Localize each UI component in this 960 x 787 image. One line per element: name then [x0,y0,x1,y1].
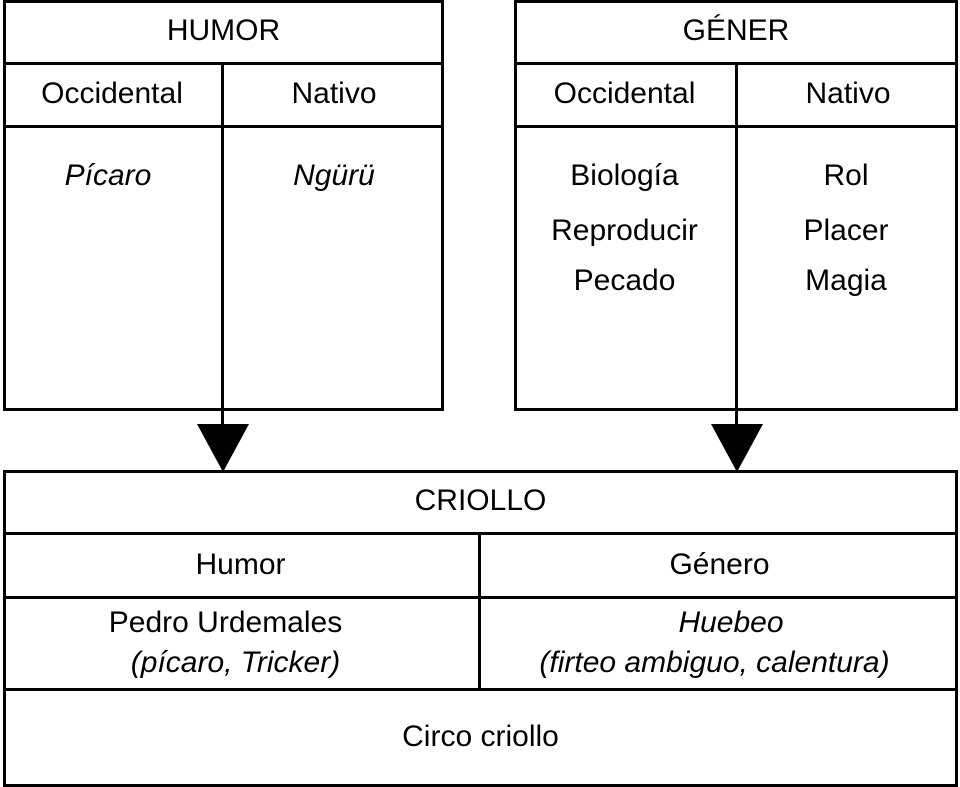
gener-col-occidental: Occidental [553,77,696,110]
humor-arrow-shaft [221,411,224,426]
humor-column-divider [221,62,224,411]
gener-item-biologia: Biología [570,159,679,192]
criollo-title: CRIOLLO [414,484,547,517]
humor-item-nguru: Ngürü [293,159,375,192]
criollo-genero-sub: (firteo ambiguo, calentura) [539,646,890,679]
gener-item-reproducir: Reproducir [551,214,698,247]
humor-title: HUMOR [166,14,281,47]
gener-column-divider [735,62,738,411]
gener-arrow-head [711,424,763,472]
criollo-col-genero: Género [669,548,770,581]
criollo-humor-main: Pedro Urdemales [108,606,343,639]
humor-item-picaro: Pícaro [64,159,152,192]
criollo-humor-sub: (pícaro, Tricker) [130,646,341,679]
gener-col-nativo: Nativo [805,77,891,110]
gener-item-rol: Rol [823,159,869,192]
humor-arrow-head [197,424,249,472]
gener-item-placer: Placer [803,214,889,247]
humor-col-occidental: Occidental [41,77,183,110]
gener-arrow-shaft [735,411,738,426]
humor-col-nativo: Nativo [291,77,377,110]
criollo-col-humor: Humor [195,548,286,581]
criollo-column-divider [478,532,481,691]
criollo-genero-main: Huebeo [678,606,784,639]
gener-title: GÉNER [682,14,790,47]
criollo-footer: Circo criollo [402,720,559,753]
gener-item-magia: Magia [805,264,887,297]
gener-item-pecado: Pecado [573,264,676,297]
